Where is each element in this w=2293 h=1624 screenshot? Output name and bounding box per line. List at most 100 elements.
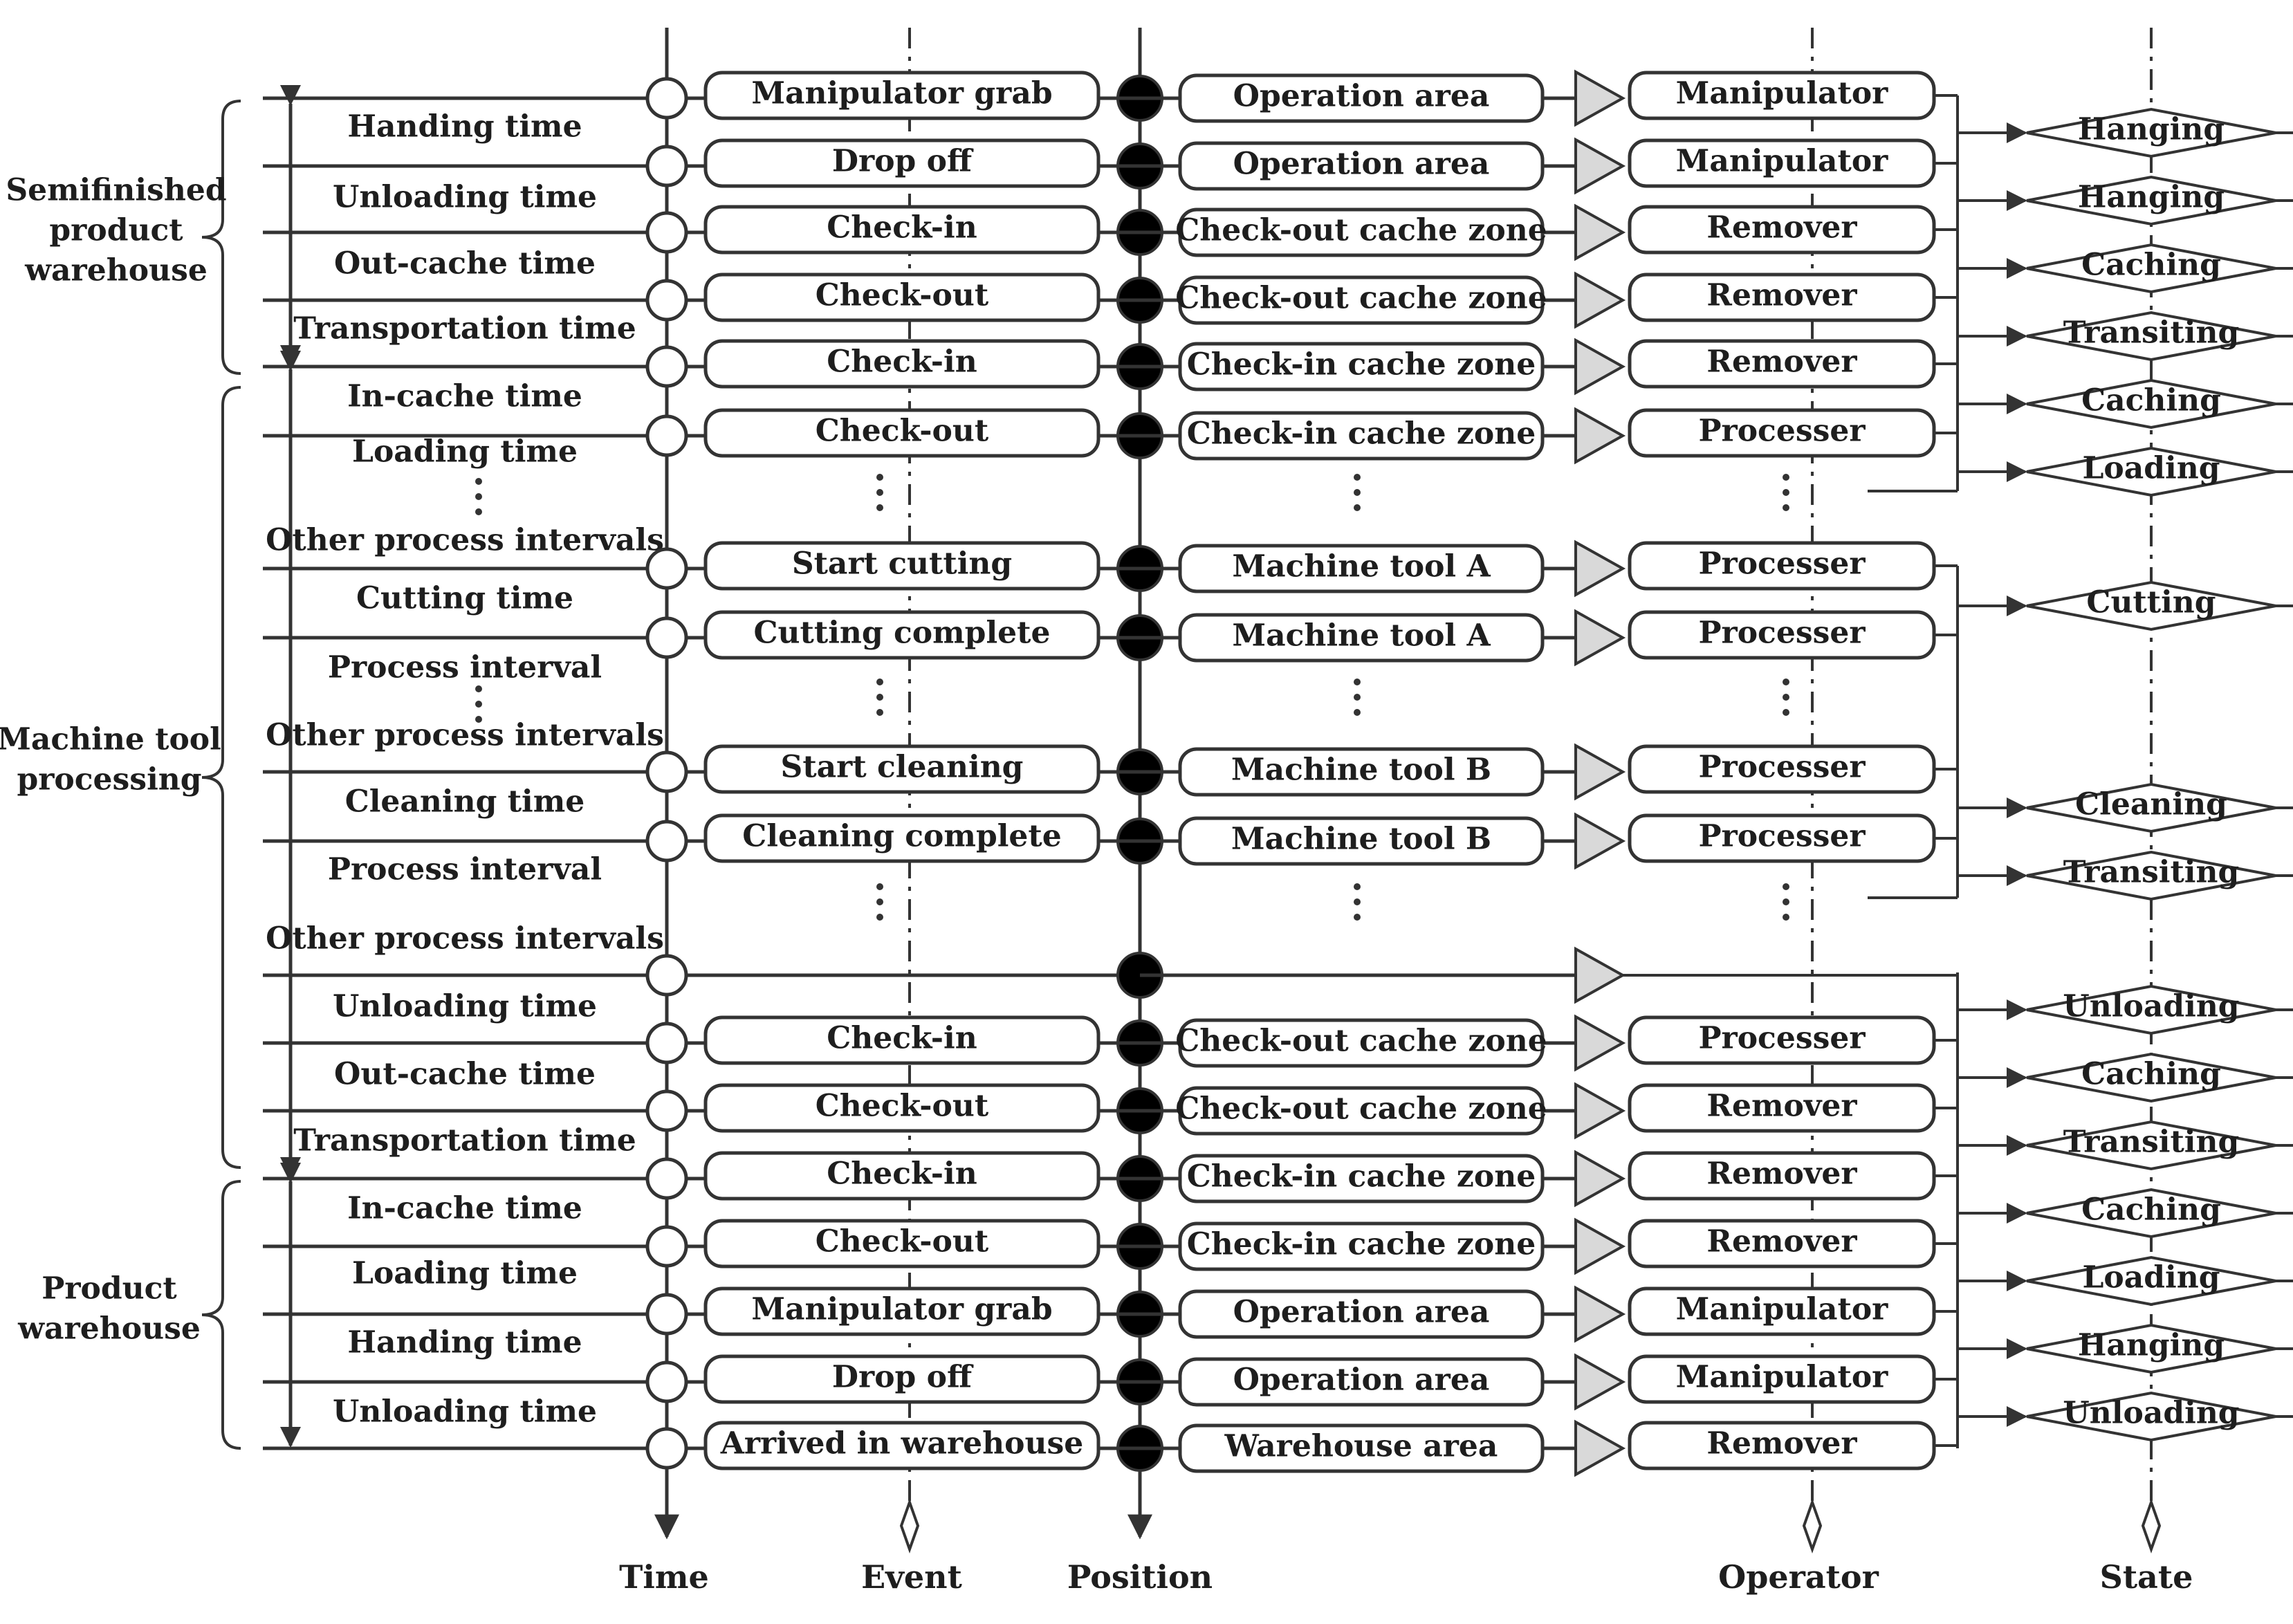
operator-ellipsis [1783,914,1789,921]
operator-label: Remover [1706,1426,1857,1461]
event-box [703,813,1101,863]
operator-ellipsis [1783,474,1789,481]
operator-label: Remover [1706,1156,1857,1192]
position-label: Machine tool A [1232,618,1491,654]
group-label: processing [17,762,201,797]
position-label: Operation area [1233,147,1490,182]
operator-label: Remover [1706,278,1857,313]
state-label: Caching [2081,383,2221,418]
time-node [645,616,688,659]
event-box [703,339,1101,389]
operator-ellipsis [1783,898,1789,905]
state-label: Unloading [2063,989,2239,1024]
position-label: Machine tool B [1231,822,1491,857]
operator-pointer-triangle [1574,1285,1626,1343]
event-label: Start cutting [792,546,1012,582]
position-label: Check-out cache zone [1175,1091,1547,1127]
event-label: Check-in [827,210,977,246]
state-label: Loading [2082,1260,2220,1295]
position-ellipsis [1354,679,1361,685]
event-label: Manipulator grab [751,1292,1052,1327]
operator-label: Remover [1706,210,1857,246]
event-box [703,541,1101,591]
operator-label: Processer [1698,819,1866,854]
position-label: Check-out cache zone [1175,213,1547,248]
interval-label: Process interval [328,650,602,685]
time-node [645,1293,688,1336]
group-brace [201,100,241,375]
operator-pointer-triangle [1574,539,1626,598]
group-label: warehouse [17,1311,201,1347]
interval-label: Loading time [352,1256,578,1291]
event-ellipsis [876,709,883,716]
position-ellipsis [1354,489,1361,496]
event-label: Arrived in warehouse [720,1426,1084,1461]
event-label: Check-out [816,414,989,449]
time-node [645,1157,688,1200]
event-label: Check-out [816,1089,989,1124]
position-label: Machine tool B [1231,753,1491,788]
position-box [1178,275,1545,325]
operator-label: Manipulator [1676,144,1889,179]
position-label: Operation area [1233,1295,1490,1330]
event-label: Cleaning complete [742,819,1062,854]
position-label: Operation area [1233,1363,1490,1398]
operator-pointer-triangle [1574,1419,1626,1477]
event-label: Manipulator grab [751,76,1052,111]
operator-label: Processer [1698,616,1866,651]
position-box [1178,1086,1545,1136]
event-label: Start cleaning [781,750,1024,785]
time-node [645,279,688,322]
event-box [703,1421,1101,1470]
axis-diamond-end [899,1497,920,1554]
event-label: Check-in [827,1021,977,1056]
position-label: Check-in cache zone [1187,1227,1536,1262]
event-ellipsis [876,679,883,685]
position-box [1178,1357,1545,1407]
position-box [1178,1423,1545,1473]
interval-label: Transportation time [293,311,636,347]
group-label: warehouse [24,253,208,288]
operator-label: Processer [1698,546,1866,582]
event-box [703,205,1101,255]
axis-labels: Time Event Position Operator State [619,1558,2193,1596]
operator-pointer-triangle [1574,137,1626,195]
time-node [645,547,688,590]
interval-ellipsis [475,716,482,723]
operator-ellipsis [1783,504,1789,511]
interval-label: Unloading time [333,989,597,1024]
event-box [703,1354,1101,1404]
event-box [703,610,1101,660]
operator-pointer-triangle [1574,69,1626,127]
position-box [1178,1289,1545,1339]
interval-label: Transportation time [293,1123,636,1159]
interval-label: In-cache time [347,379,582,414]
operator-pointer-triangle [1574,1353,1626,1411]
event-box [703,138,1101,188]
interval-ellipsis [475,493,482,500]
operator-label: Remover [1706,1224,1857,1259]
event-label: Check-in [827,344,977,380]
operator-pointer-triangle [1574,1014,1626,1072]
position-label: Check-out cache zone [1175,281,1547,316]
position-ellipsis [1354,504,1361,511]
group-label: Semifinished [6,173,226,208]
state-label: Transiting [2063,315,2240,351]
interval-label: Other process intervals [266,523,664,558]
time-node [645,77,688,120]
state-label: Cutting [2086,585,2216,620]
position-ellipsis [1354,883,1361,890]
event-ellipsis [876,489,883,496]
position-box [1178,1018,1545,1068]
interval-label: In-cache time [347,1191,582,1226]
event-label: Check-out [816,278,989,313]
group-label: Product [42,1271,177,1307]
interval-label: Unloading time [333,1394,597,1430]
position-label: Check-out cache zone [1175,1024,1547,1059]
operator-pointer-triangle [1574,338,1626,396]
operator-label: Processer [1698,1021,1866,1056]
axis-label-position: Position [1067,1558,1213,1596]
operator-ellipsis [1783,679,1789,685]
